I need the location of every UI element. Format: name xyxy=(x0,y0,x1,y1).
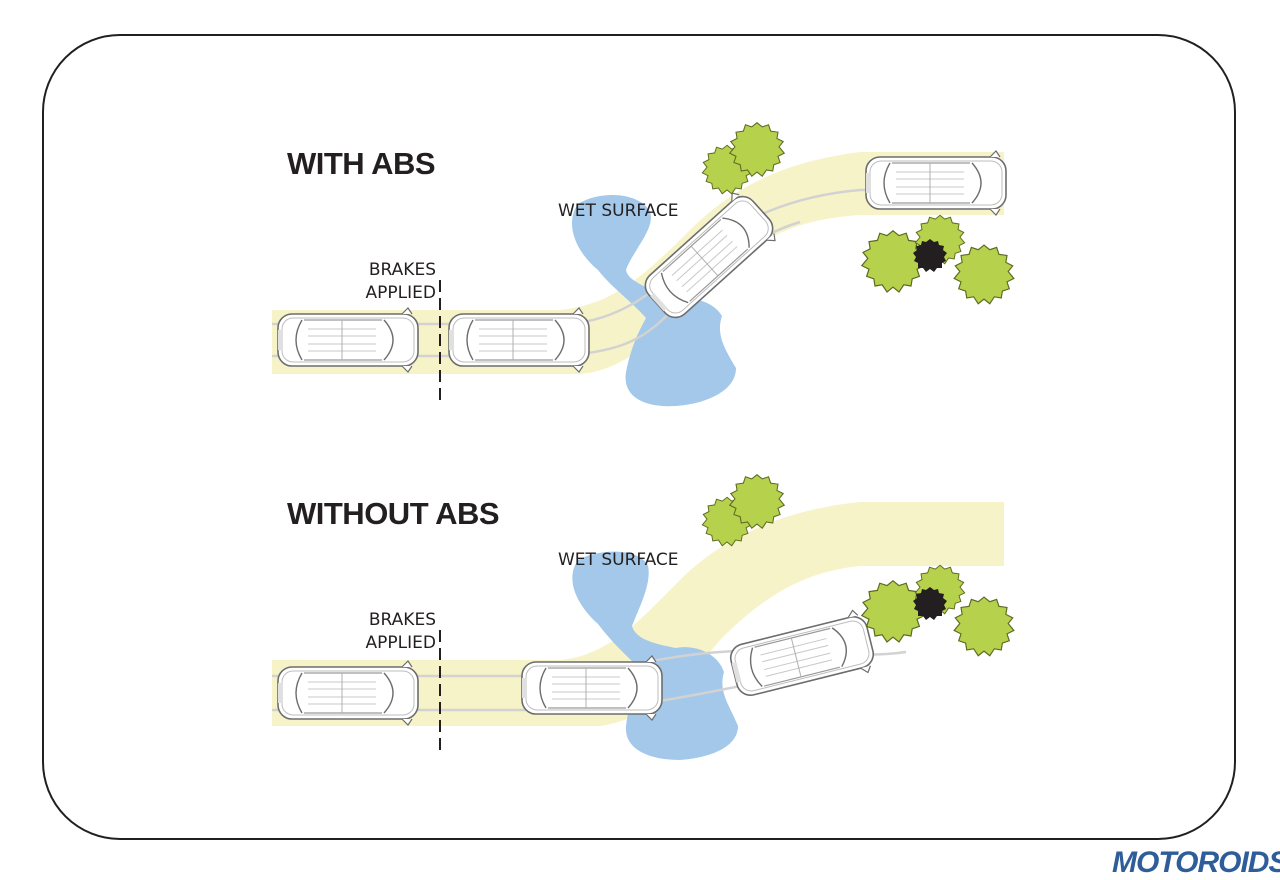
with-abs-title: WITH ABS xyxy=(287,146,436,181)
bottom-wet-surface-label: WET SURFACE xyxy=(558,550,679,570)
top-car-icon-2 xyxy=(448,307,590,373)
top-car-icon-1 xyxy=(277,307,419,373)
bottom-brakes-applied-label: BRAKES APPLIED xyxy=(352,609,436,655)
bottom-water-puddle-icon xyxy=(572,551,738,760)
top-brakes-applied-label: BRAKES APPLIED xyxy=(352,259,436,305)
bottom-scene xyxy=(272,474,1015,760)
bottom-car-icon-3 xyxy=(725,607,879,705)
top-car-icon-4 xyxy=(865,150,1007,216)
top-brakes-line2: APPLIED xyxy=(365,283,436,303)
top-wet-surface-label: WET SURFACE xyxy=(558,201,679,221)
top-tree-icon-5 xyxy=(953,244,1015,305)
bottom-car-icon-1 xyxy=(277,660,419,726)
bottom-brakes-line1: BRAKES xyxy=(368,610,436,630)
bottom-car-icon-2 xyxy=(521,655,663,721)
top-scene xyxy=(272,122,1015,407)
top-brakes-line1: BRAKES xyxy=(368,260,436,280)
without-abs-title: WITHOUT ABS xyxy=(287,496,500,531)
diagram-frame xyxy=(42,34,1236,840)
bottom-tree-icon-5 xyxy=(953,596,1015,657)
bottom-road xyxy=(272,502,1004,726)
bottom-tree-icon-3 xyxy=(861,580,925,643)
motoroids-watermark: MOTOROIDS xyxy=(1112,846,1280,879)
bottom-brakes-line2: APPLIED xyxy=(365,633,436,653)
